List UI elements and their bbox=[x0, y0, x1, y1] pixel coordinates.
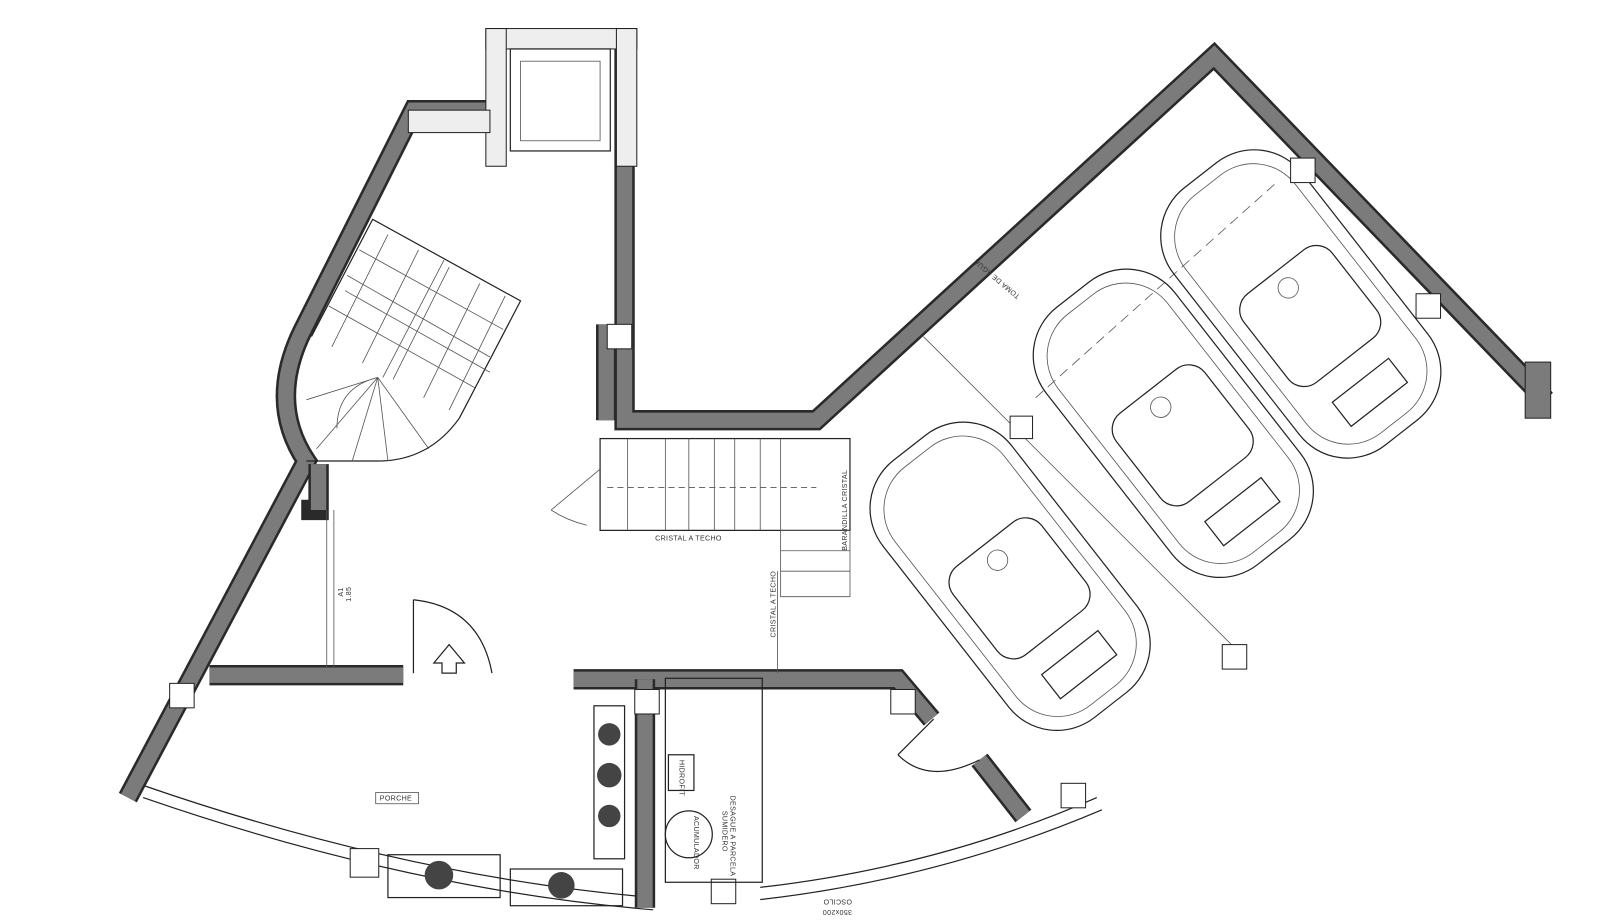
car bbox=[1032, 268, 1314, 579]
car bbox=[1160, 149, 1442, 459]
glass-railing-label: BARANDILLA CRISTAL bbox=[841, 470, 849, 551]
glass-to-ceiling-label: CRISTAL A TECHO bbox=[770, 571, 778, 638]
door-height-label: 1.85 bbox=[345, 587, 353, 602]
window-type-label: OSCILO bbox=[823, 898, 852, 906]
columns bbox=[169, 157, 1552, 905]
glass-to-ceiling-label: CRISTAL A TECHO bbox=[655, 535, 722, 543]
main-staircase bbox=[306, 218, 522, 462]
garage-curved-edge bbox=[760, 797, 1098, 888]
porch-curved-edge bbox=[142, 784, 654, 899]
accumulator-label: ACUMULADOR bbox=[692, 816, 700, 870]
hydro-unit-label: HIDROFIT bbox=[678, 760, 686, 796]
utility-room bbox=[664, 677, 980, 883]
planters bbox=[387, 705, 626, 907]
central-staircase bbox=[550, 437, 851, 598]
drain-note-label: DESAGUE A PARCELA bbox=[729, 796, 737, 877]
walls bbox=[118, 30, 1553, 908]
door-mark-label: A1 bbox=[337, 587, 345, 596]
entrance-door bbox=[326, 509, 778, 674]
parking-line bbox=[923, 336, 1240, 654]
car bbox=[869, 421, 1151, 732]
drain-label: SUMIDERO bbox=[720, 811, 728, 852]
window-size-label: 350x200 bbox=[823, 908, 852, 916]
elevator-shaft bbox=[407, 28, 638, 167]
porch-label: PORCHE bbox=[380, 795, 412, 803]
